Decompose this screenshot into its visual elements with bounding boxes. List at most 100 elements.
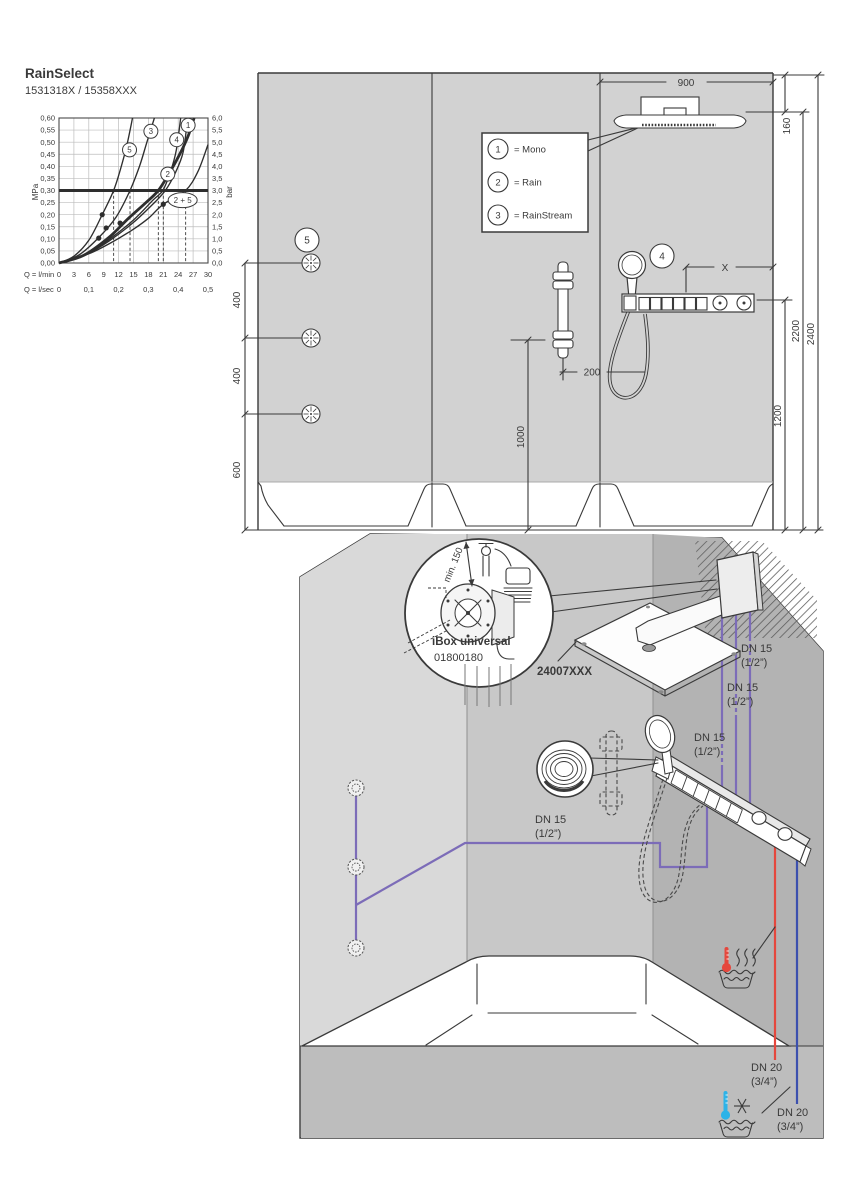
hose-dashed (638, 778, 702, 903)
tub-apron (301, 1046, 823, 1138)
svg-text:0,35: 0,35 (40, 174, 55, 183)
wall-plate (716, 551, 759, 619)
dim-400-lower: 400 (232, 367, 243, 384)
svg-text:Q = l/min: Q = l/min (24, 270, 54, 279)
dim-1000: 1000 (516, 425, 527, 448)
legend-label-rain: = Rain (514, 178, 542, 189)
svg-text:Q = l/sec: Q = l/sec (24, 285, 54, 294)
svg-text:0,1: 0,1 (84, 285, 94, 294)
svg-text:0,40: 0,40 (40, 162, 55, 171)
svg-text:(1/2”): (1/2”) (741, 657, 767, 669)
svg-text:MPa: MPa (31, 183, 40, 200)
dim-x: X (722, 263, 729, 274)
svg-text:30: 30 (204, 270, 212, 279)
dn20-label-cold: DN 20 (777, 1107, 808, 1119)
dim-900: 900 (678, 78, 695, 89)
snowflake-icon (734, 1098, 750, 1114)
legend-num-2: 2 (495, 177, 500, 188)
svg-text:5: 5 (127, 146, 132, 155)
bathtub-inner-lines (425, 963, 699, 1046)
dn15-label-1: DN 15 (741, 643, 772, 655)
cold-thermometer-icon (723, 1091, 728, 1112)
svg-text:0,15: 0,15 (40, 222, 55, 231)
product-number-label: 24007XXX (537, 666, 592, 678)
wall-bar-elevation (552, 261, 574, 359)
body-sprays-iso (347, 779, 365, 957)
svg-text:1,0: 1,0 (212, 234, 222, 243)
svg-text:5,5: 5,5 (212, 126, 222, 135)
svg-text:0: 0 (57, 270, 61, 279)
svg-text:9: 9 (102, 270, 106, 279)
dn20-label-hot: DN 20 (751, 1062, 782, 1074)
svg-text:4,0: 4,0 (212, 162, 222, 171)
cold-water-icon (718, 1086, 791, 1138)
svg-text:0,0: 0,0 (212, 259, 222, 268)
trim-knob-2 (777, 827, 793, 841)
dn20-labels: DN 20 (3/4”) DN 20 (3/4”) (751, 1062, 808, 1133)
svg-text:3: 3 (72, 270, 76, 279)
svg-text:0,10: 0,10 (40, 234, 55, 243)
ibox-detail: min. 150 iBox universal 01800180 (403, 538, 554, 707)
dim-600: 600 (232, 461, 243, 478)
header: RainSelect 1531318X / 15358XXX (25, 66, 138, 97)
shutoff-valve (478, 542, 512, 577)
dim-200: 200 (584, 368, 601, 379)
svg-text:bar: bar (225, 186, 234, 198)
svg-text:0,00: 0,00 (40, 259, 55, 268)
body-spray-bottom-icon (301, 404, 321, 424)
body-spray-top-icon (301, 253, 321, 273)
hose-connection-detail (536, 740, 659, 798)
sealing-plug (503, 567, 533, 603)
svg-text:0,45: 0,45 (40, 150, 55, 159)
callout-4-label: 4 (659, 252, 665, 263)
bathtub (301, 955, 792, 1047)
svg-text:0,4: 0,4 (173, 285, 183, 294)
svg-text:0,50: 0,50 (40, 138, 55, 147)
svg-text:1: 1 (186, 121, 191, 130)
dim-400-upper: 400 (232, 291, 243, 308)
svg-text:0,25: 0,25 (40, 198, 55, 207)
ibox-alignment-marks (403, 587, 451, 654)
legend-label-mono: = Mono (514, 145, 546, 156)
svg-text:5,0: 5,0 (212, 138, 222, 147)
svg-text:6: 6 (87, 270, 91, 279)
svg-text:0,05: 0,05 (40, 247, 55, 256)
legend-num-1: 1 (495, 144, 500, 155)
svg-text:0,5: 0,5 (212, 247, 222, 256)
svg-text:0: 0 (57, 285, 61, 294)
legend-label-rainstream: = RainStream (514, 211, 572, 222)
dim-2200: 2200 (791, 319, 802, 342)
svg-text:(1/2”): (1/2”) (535, 828, 561, 840)
svg-text:3,0: 3,0 (212, 186, 222, 195)
handshower-elevation (607, 250, 650, 400)
svg-text:2,5: 2,5 (212, 198, 222, 207)
handshower-iso (638, 714, 704, 903)
rainselect-trim-elevation (621, 293, 755, 313)
dn15-label-3: DN 15 (694, 732, 725, 744)
rainstream-overhead-iso (548, 551, 764, 697)
model-numbers: 1531318X / 15358XXX (25, 85, 138, 97)
dn15-labels: DN 15 (1/2”) DN 15 (1/2”) DN 15 (1/2”) D… (535, 643, 772, 840)
dn15-label-bodyspray: DN 15 (535, 814, 566, 826)
trim-modules (670, 769, 743, 824)
pipe-body-spray-supply (355, 788, 709, 906)
trim-knob-1 (751, 811, 767, 825)
ibox-title: iBox universal (432, 636, 511, 648)
svg-text:(1/2”): (1/2”) (727, 696, 753, 708)
hot-water-icon (718, 926, 776, 989)
legend-box: 1 = Mono 2 = Rain 3 = RainStream (481, 126, 641, 233)
svg-text:3,5: 3,5 (212, 174, 222, 183)
shower-hose (608, 309, 649, 399)
legend-num-3: 3 (495, 210, 500, 221)
svg-text:4,5: 4,5 (212, 150, 222, 159)
page-title: RainSelect (25, 66, 95, 81)
svg-text:2: 2 (166, 170, 171, 179)
svg-text:0,55: 0,55 (40, 126, 55, 135)
overhead-shower-elevation (613, 96, 747, 129)
svg-text:0,2: 0,2 (113, 285, 123, 294)
svg-text:(1/2”): (1/2”) (694, 746, 720, 758)
svg-text:0,30: 0,30 (40, 186, 55, 195)
svg-text:6,0: 6,0 (212, 114, 222, 123)
